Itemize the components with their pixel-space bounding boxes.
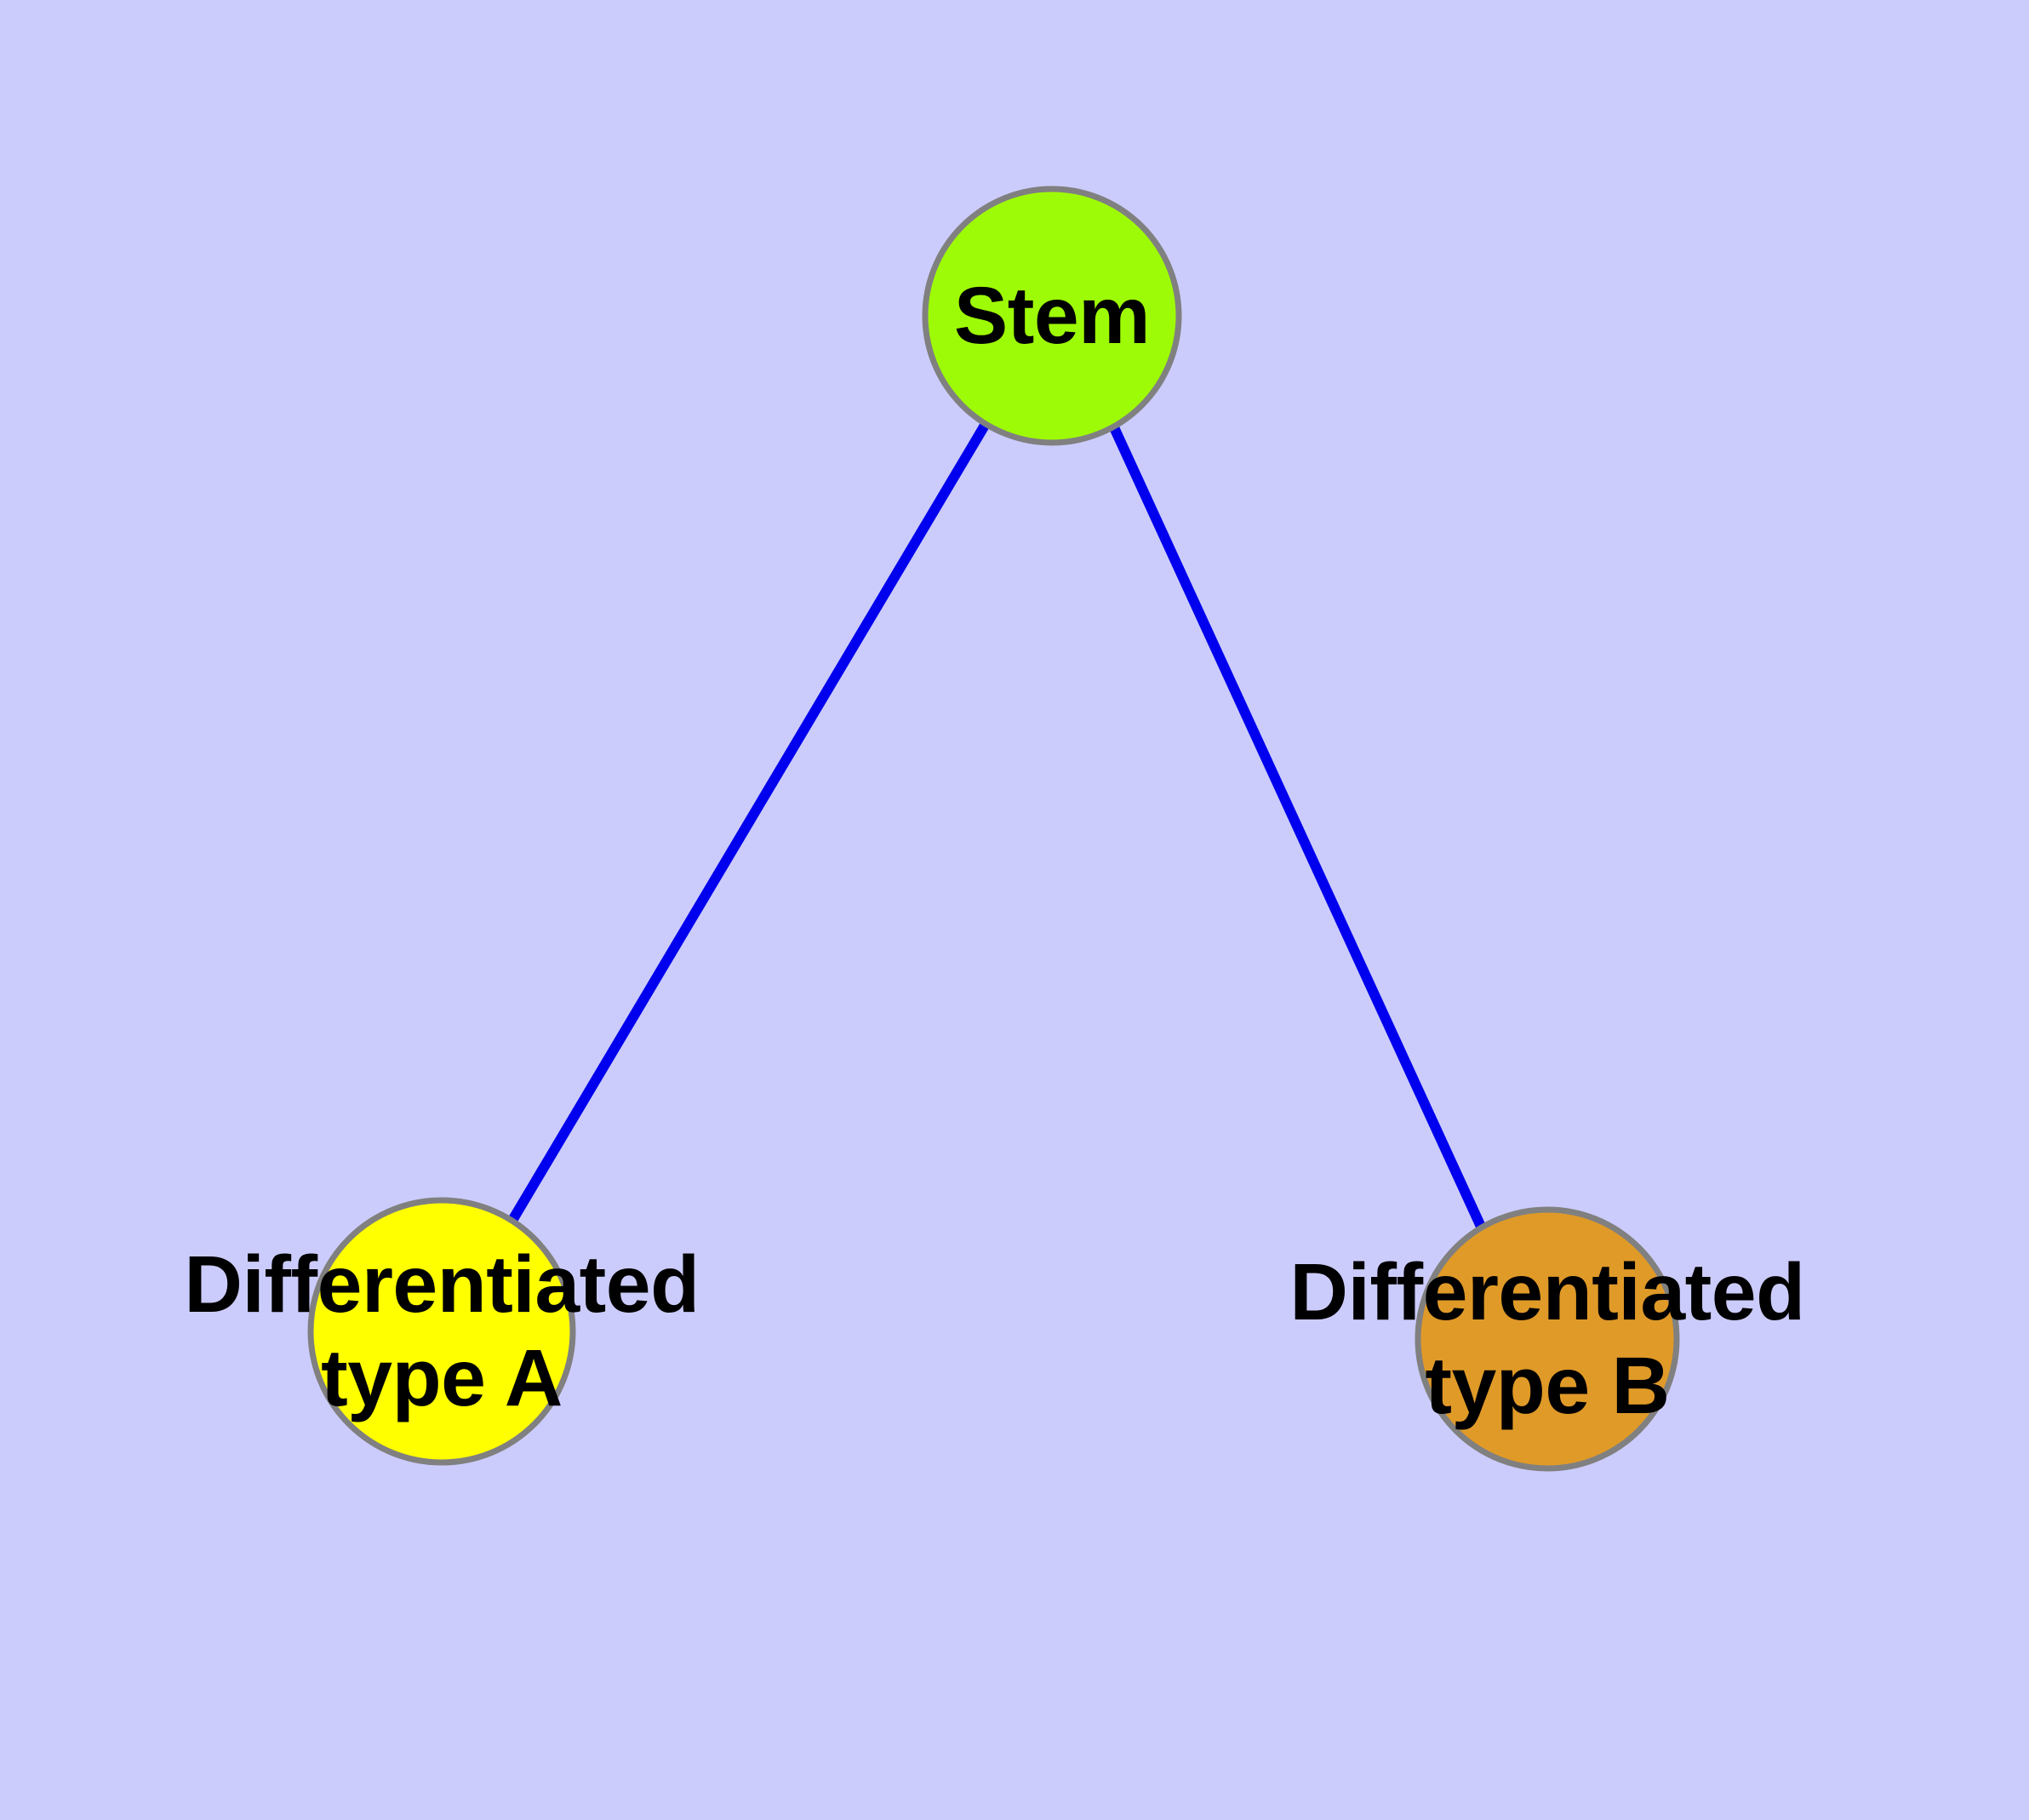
node-stem-circle[interactable] [922,186,1182,446]
node-layer [307,186,1680,1472]
edge-stem-to-diff-a[interactable] [506,421,991,1227]
node-diff-a-circle[interactable] [307,1197,576,1466]
node-diff-b-circle[interactable] [1415,1206,1680,1472]
edge-stem-to-diff-b[interactable] [1108,423,1487,1231]
edge-layer [506,421,1487,1231]
